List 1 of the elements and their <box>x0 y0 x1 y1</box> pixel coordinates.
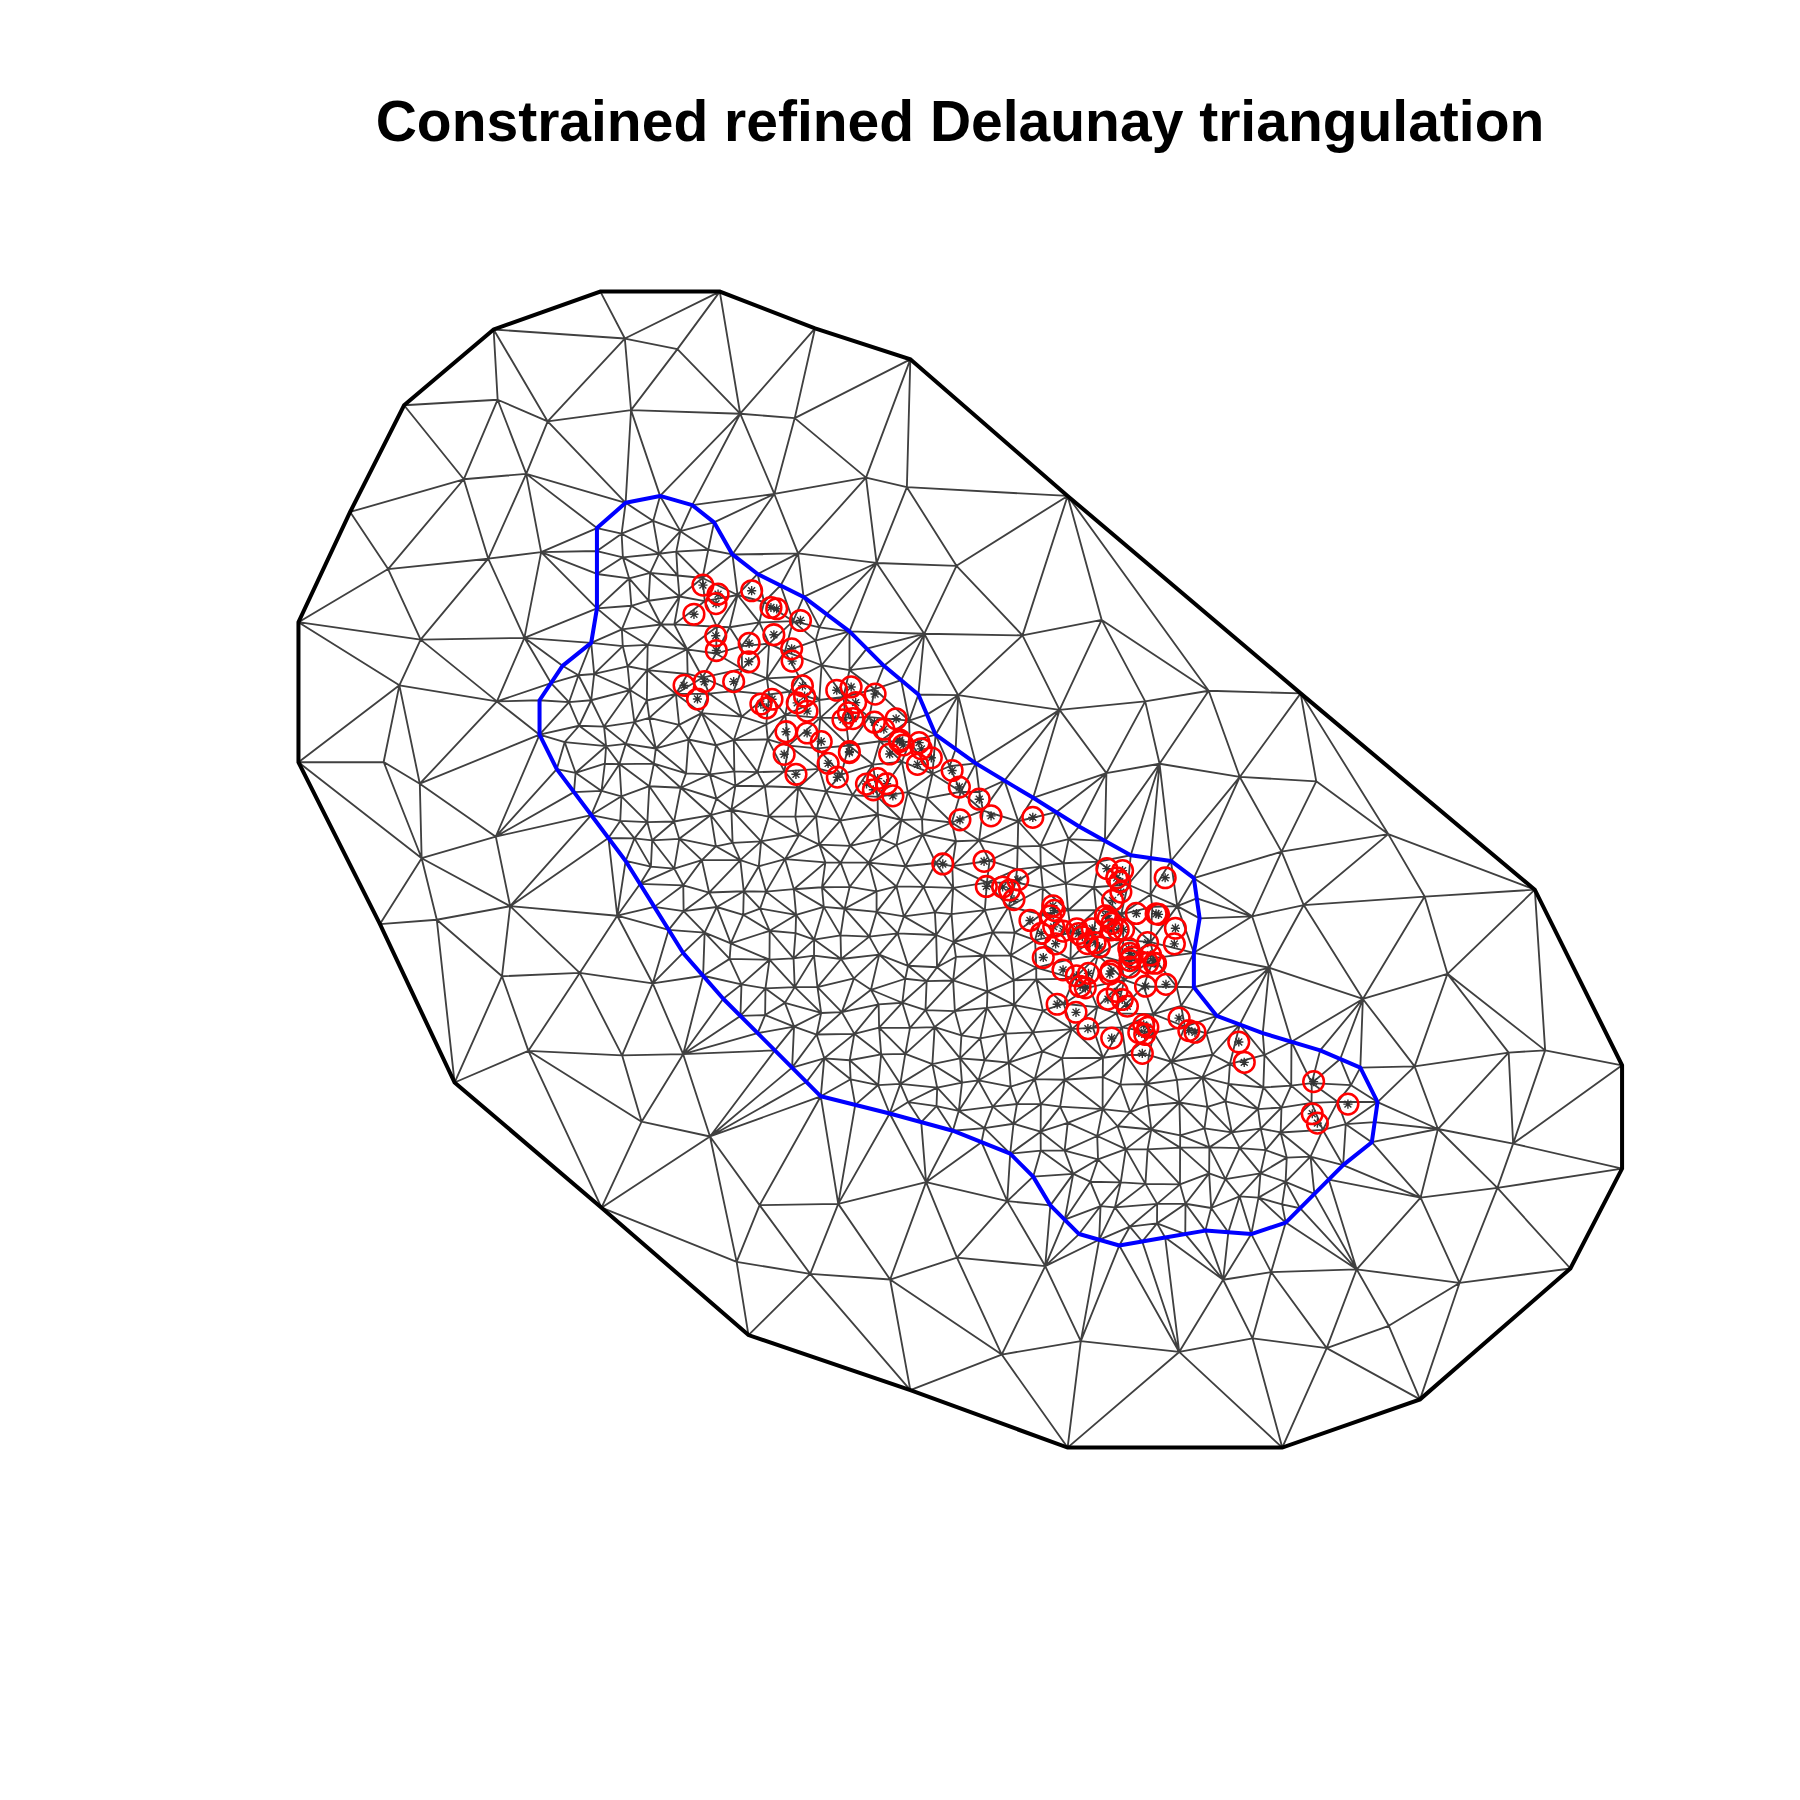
chart-title: Constrained refined Delaunay triangulation <box>375 88 1545 154</box>
